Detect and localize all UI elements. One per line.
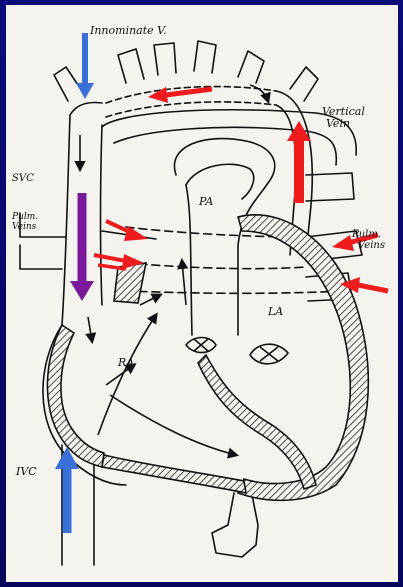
rv-wall — [47, 325, 104, 467]
label-pa: PA — [199, 196, 213, 207]
arch-vessel-4 — [238, 51, 264, 83]
pulm-vein-left-2 — [20, 245, 62, 269]
blue-arrow-innominate-head — [76, 83, 94, 99]
flow-asd — [140, 295, 160, 305]
flow-to-vertical — [250, 85, 268, 101]
flow-ra-1 — [88, 317, 92, 341]
arch-vessel-1 — [118, 49, 144, 83]
label-pulm-veins-right-1: Pulm. — [352, 229, 381, 240]
red-arrow-pulm-right-1-head — [332, 235, 354, 251]
label-la: LA — [268, 306, 283, 317]
heart-diagram — [6, 5, 398, 582]
red-arrow-pulm-left-2 — [94, 255, 126, 261]
septum — [198, 355, 316, 489]
label-vertical-vein-1: Vertical — [322, 106, 365, 117]
lower-aorta — [212, 493, 258, 557]
label-vertical-vein-2: Vein — [326, 118, 350, 129]
red-arrow-innominate-head — [148, 87, 168, 103]
svc-top — [70, 103, 102, 116]
diagram-sheet: Innominate V. Vertical Vein SVC Pulm. Ve… — [6, 5, 398, 582]
svc-inner — [101, 125, 103, 305]
label-pulm-veins-left-2: Veins — [12, 222, 36, 233]
red-arrow-innominate — [166, 89, 212, 95]
pa-inner — [186, 164, 254, 199]
red-arrow-pulm-left-3 — [98, 265, 126, 269]
purple-arrow-svc-head — [70, 281, 94, 301]
lower-rv-wall — [102, 455, 246, 493]
flow-ra-3 — [110, 395, 236, 455]
common-pulm-vein-2 — [126, 263, 306, 269]
label-ra: RA — [118, 357, 134, 368]
label-innominate: Innominate V. — [90, 25, 167, 36]
descending-aorta — [306, 173, 354, 201]
pa-left — [186, 185, 192, 335]
label-ivc: IVC — [16, 466, 37, 477]
label-svc: SVC — [12, 173, 34, 184]
label-pulm-veins-right-2: Veins — [358, 240, 385, 251]
arch-vessel-2 — [154, 43, 176, 75]
svc-outer — [62, 115, 70, 325]
right-neck-vessel — [290, 67, 318, 101]
arch-vessel-3 — [194, 41, 216, 73]
common-pulm-vein-3 — [126, 291, 346, 293]
innominate-vein — [106, 87, 276, 103]
aortic-arch-outer — [102, 110, 356, 155]
red-arrow-pulm-right-2 — [358, 285, 388, 291]
